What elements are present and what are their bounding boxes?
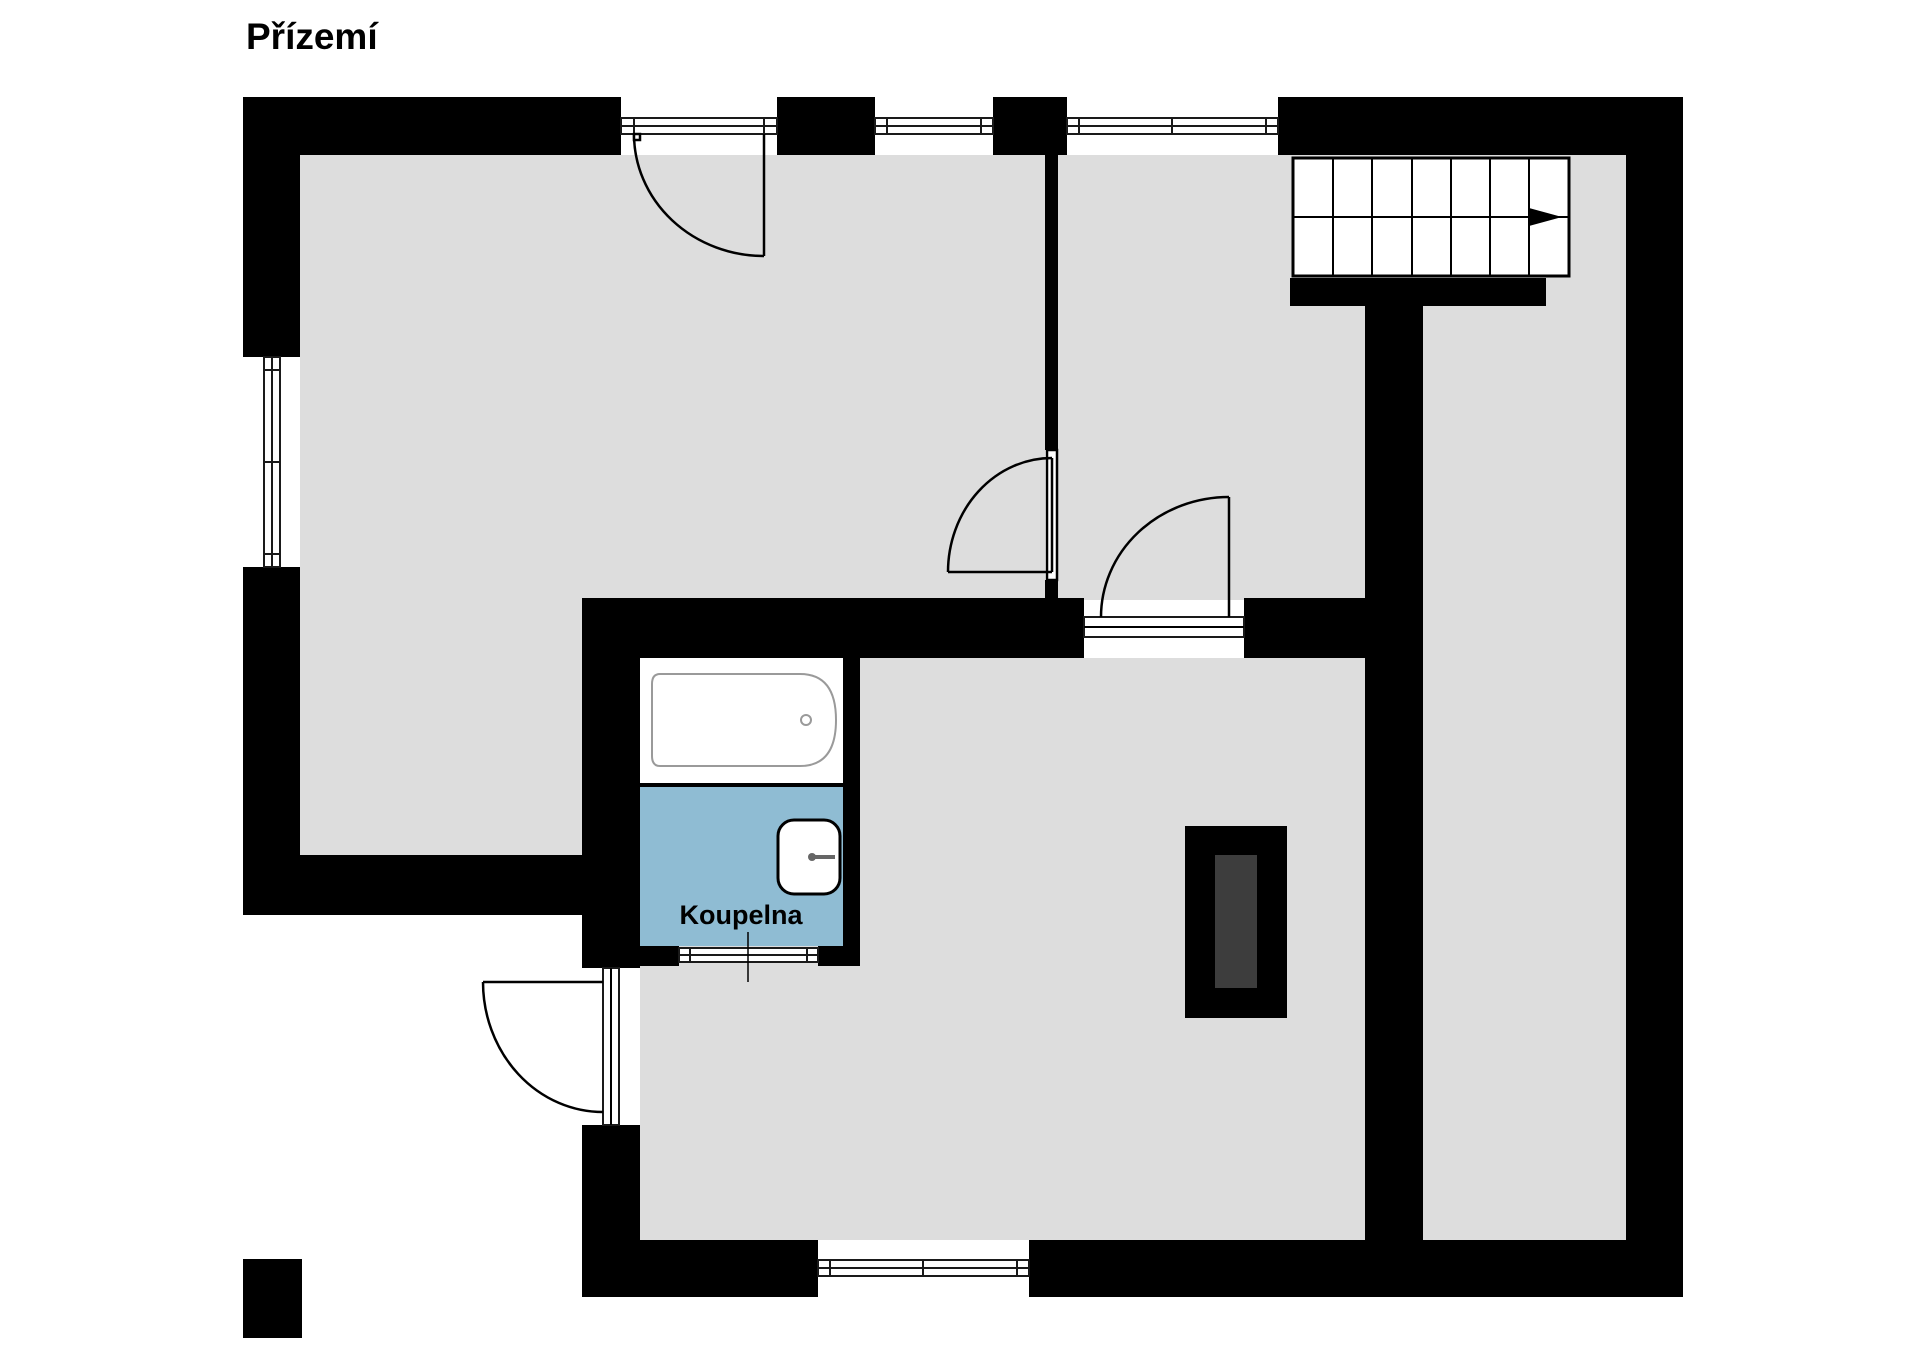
wall-living-bottom bbox=[243, 855, 640, 915]
wall-right-outer bbox=[1626, 97, 1683, 1297]
door-interior-vertical bbox=[946, 448, 1059, 582]
sink bbox=[776, 818, 842, 896]
wall-bathroom-bottom-right bbox=[818, 946, 860, 966]
wall-top-right bbox=[1278, 97, 1683, 155]
doors bbox=[481, 132, 1245, 1126]
bathtub-drain-icon bbox=[800, 714, 812, 726]
wall-bathtub-divider bbox=[640, 783, 843, 787]
wall-bathroom-right bbox=[843, 658, 860, 966]
wall-top-left bbox=[243, 97, 621, 155]
walls bbox=[243, 97, 1683, 1338]
stair-direction-arrow-icon bbox=[1529, 208, 1562, 226]
floors bbox=[300, 155, 1630, 1240]
wall-bathroom-bottom-left bbox=[582, 946, 679, 966]
window-top-2 bbox=[874, 117, 994, 135]
freestanding-pillar bbox=[243, 1259, 302, 1338]
wall-bottom-right bbox=[1029, 1240, 1683, 1297]
bathroom-label: Koupelna bbox=[679, 900, 803, 930]
wall-corridor-divider bbox=[1365, 305, 1423, 1297]
wall-stair-landing bbox=[1290, 278, 1546, 306]
window-top-3 bbox=[1066, 117, 1279, 135]
bathtub bbox=[651, 673, 838, 767]
staircase bbox=[1291, 156, 1571, 278]
window-left bbox=[263, 356, 281, 568]
door-living-top bbox=[632, 132, 766, 258]
wall-top-pier-1 bbox=[777, 97, 875, 155]
wall-left-upper bbox=[243, 97, 300, 357]
floor-title: Přízemí bbox=[246, 16, 378, 57]
wall-entrance-left-lower bbox=[582, 1125, 640, 1297]
door-hall-top bbox=[1083, 495, 1245, 638]
window-bottom bbox=[817, 1259, 1030, 1277]
windows bbox=[263, 117, 1279, 1277]
wall-top-pier-2 bbox=[993, 97, 1067, 155]
wall-entrance-left-upper bbox=[582, 598, 640, 968]
stove-insert bbox=[1215, 855, 1257, 988]
window-top-1 bbox=[620, 117, 778, 135]
wall-hall-top-left bbox=[582, 598, 1084, 658]
wall-interior-thin-lower bbox=[1045, 580, 1058, 600]
door-entrance bbox=[481, 967, 620, 1126]
wall-interior-thin-upper bbox=[1045, 155, 1058, 450]
wall-hall-top-right bbox=[1244, 598, 1365, 658]
stove bbox=[1185, 826, 1287, 1018]
